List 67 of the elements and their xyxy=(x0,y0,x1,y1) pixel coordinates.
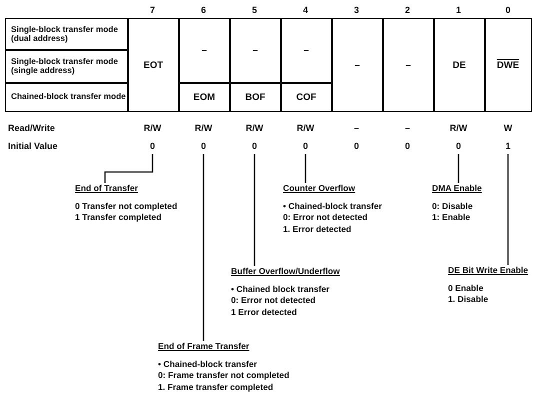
access-value: R/W xyxy=(144,123,162,133)
bit-name: – xyxy=(382,18,434,112)
bit-number: 6 xyxy=(201,5,206,15)
bit-number: 0 xyxy=(506,5,510,15)
leader-line xyxy=(104,154,154,183)
bit-name: EOT xyxy=(127,18,180,112)
field-heading: End of Frame Transfer xyxy=(158,341,250,353)
mode-label: Chained-block transfer mode xyxy=(5,82,129,112)
field-heading: Counter Overflow xyxy=(283,183,356,195)
bit-name: COF xyxy=(280,82,332,112)
leader-line xyxy=(202,154,204,341)
bit-name: BOF xyxy=(229,82,282,112)
initial-value: 0 xyxy=(398,141,418,152)
bit-name: DWE xyxy=(484,18,532,112)
field-description: 1. Error detected xyxy=(283,224,352,236)
field-heading: DE Bit Write Enable xyxy=(448,265,528,277)
field-description: • Chained block transfer xyxy=(231,284,330,296)
field-description: 1 Error detected xyxy=(231,306,297,318)
access-value: R/W xyxy=(246,123,264,133)
field-description: 0 Enable xyxy=(448,282,484,294)
access-value: – xyxy=(354,123,359,133)
field-description: 1 Transfer completed xyxy=(75,212,162,224)
bit-name: – xyxy=(229,18,282,84)
leader-line xyxy=(507,154,509,265)
bit-number: 3 xyxy=(354,5,359,15)
field-description: • Chained-block transfer xyxy=(158,358,257,370)
bit-number: 2 xyxy=(405,5,410,15)
field-heading: Buffer Overflow/Underflow xyxy=(231,266,340,278)
field-description: 1. Disable xyxy=(448,294,488,306)
leader-line xyxy=(254,154,256,266)
bit-name: – xyxy=(280,18,332,84)
field-description: 0: Frame transfer not completed xyxy=(158,370,290,382)
field-description: 1: Enable xyxy=(432,212,470,224)
access-value: – xyxy=(405,123,410,133)
bit-name: – xyxy=(178,18,230,84)
initial-value: 0 xyxy=(448,141,468,152)
access-value: W xyxy=(504,123,512,133)
field-description: • Chained-block transfer xyxy=(283,200,382,212)
field-description: 0: Error not detected xyxy=(283,212,368,224)
mode-label: Single-block transfer mode (dual address) xyxy=(5,18,129,50)
bit-number: 4 xyxy=(303,5,308,15)
access-value: R/W xyxy=(450,123,468,133)
bit-name: EOM xyxy=(178,82,230,112)
field-heading: End of Transfer xyxy=(75,183,138,195)
leader-line xyxy=(304,154,306,183)
initial-value: 0 xyxy=(142,141,162,152)
initial-value: 0 xyxy=(194,141,214,152)
bit-name: DE xyxy=(433,18,486,112)
row-label: Read/Write xyxy=(8,123,55,133)
field-description: 0: Disable xyxy=(432,200,473,212)
field-description: 0 Transfer not completed xyxy=(75,200,178,212)
leader-line xyxy=(458,154,460,183)
bit-name: – xyxy=(331,18,384,112)
bit-number: 5 xyxy=(252,5,257,15)
bit-number: 7 xyxy=(150,5,155,15)
row-label: Initial Value xyxy=(8,141,58,151)
field-description: 0: Error not detected xyxy=(231,295,316,307)
field-heading: DMA Enable xyxy=(432,183,482,195)
access-value: R/W xyxy=(194,123,212,133)
access-value: R/W xyxy=(296,123,314,133)
field-description: 1. Frame transfer completed xyxy=(158,382,274,394)
initial-value: 1 xyxy=(498,141,518,152)
bit-number: 1 xyxy=(456,5,461,15)
initial-value: 0 xyxy=(296,141,316,152)
mode-label: Single-block transfer mode (single address) xyxy=(5,49,129,84)
initial-value: 0 xyxy=(346,141,366,152)
initial-value: 0 xyxy=(244,141,264,152)
